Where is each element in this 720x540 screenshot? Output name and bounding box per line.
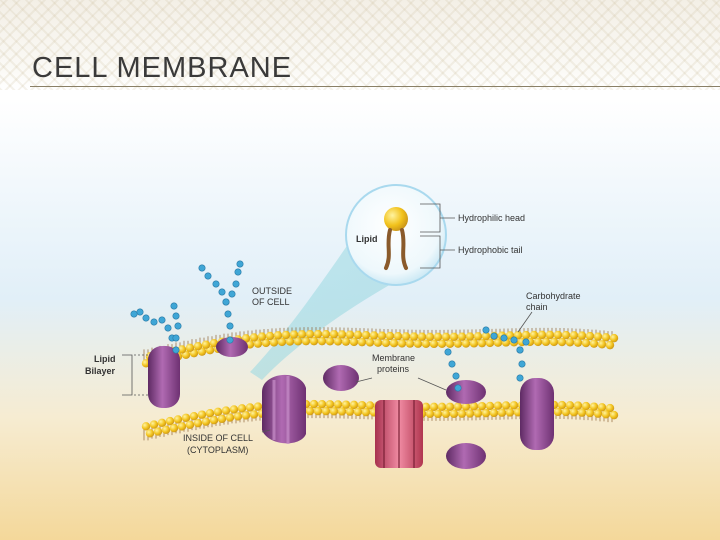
lipid-label: Lipid bbox=[356, 234, 378, 244]
outside-of-cell-label-line1: OUTSIDE bbox=[252, 286, 292, 296]
hydrophilic-head-label: Hydrophilic head bbox=[458, 213, 525, 223]
channel-protein bbox=[375, 400, 423, 468]
hydrophobic-tail-label: Hydrophobic tail bbox=[458, 245, 523, 255]
membrane-protein-right bbox=[520, 378, 554, 450]
lipid-zoom-bubble: Lipid bbox=[345, 184, 447, 286]
membrane-protein-right-middle bbox=[446, 380, 486, 469]
slide-title: CELL MEMBRANE bbox=[32, 52, 293, 84]
inside-of-cell-label-line1: INSIDE OF CELL bbox=[183, 433, 253, 443]
lipid-bilayer-label-line2: Bilayer bbox=[85, 366, 116, 376]
carbohydrate-chain-label-line2: chain bbox=[526, 302, 548, 312]
hydrophilic-head-icon bbox=[384, 207, 408, 231]
header-background-pattern bbox=[0, 0, 720, 90]
hydrophobic-tail-icon bbox=[384, 228, 392, 270]
carbohydrate-chain-label-line1: Carbohydrate bbox=[526, 291, 581, 301]
lipid-bilayer-label-line1: Lipid bbox=[94, 354, 116, 364]
membrane-protein-front bbox=[262, 374, 306, 444]
title-underline bbox=[30, 86, 720, 87]
inside-of-cell-label-line2: (CYTOPLASM) bbox=[187, 445, 248, 455]
carbohydrate-chains bbox=[130, 260, 530, 392]
content-background bbox=[0, 100, 720, 540]
leader-lines bbox=[122, 203, 533, 433]
membrane-proteins-label-line2: proteins bbox=[377, 364, 410, 374]
membrane-protein-small-top bbox=[216, 337, 359, 391]
membrane-protein-left bbox=[148, 346, 180, 408]
membrane-proteins-label-line1: Membrane bbox=[372, 353, 415, 363]
outside-of-cell-label-line2: OF CELL bbox=[252, 297, 290, 307]
